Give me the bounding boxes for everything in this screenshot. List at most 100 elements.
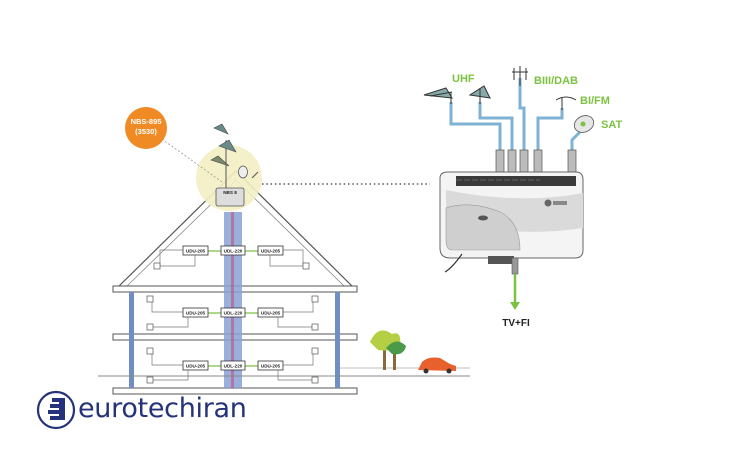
udl-label: UDL-220	[224, 249, 243, 254]
outlet	[302, 262, 310, 270]
tree-trunk	[393, 352, 396, 370]
udu-label: UDU-205	[186, 364, 206, 369]
uhf-label: UHF	[452, 73, 475, 85]
antenna-cables	[449, 78, 582, 152]
udu-label: UDU-205	[261, 364, 281, 369]
cable-uhf-2	[478, 102, 514, 152]
logo-stem	[59, 398, 65, 420]
amplifier-knob-icon	[478, 215, 488, 221]
attic-cable-left-2	[160, 255, 196, 267]
udu-label: UDU-205	[261, 311, 281, 316]
eurotechiran-logo-icon	[36, 390, 76, 430]
floor-ground: UDU-205 UDL-220 UDU-205	[146, 347, 319, 384]
attic-amplifier: NBS 8	[196, 123, 262, 211]
roof-antenna-2-icon	[218, 139, 237, 153]
roof-dish-icon	[238, 165, 248, 179]
cable-sat	[570, 130, 582, 152]
antennas: UHF BIII/DAB BI/FM SAT	[423, 66, 622, 133]
sat-label: SAT	[601, 119, 622, 131]
outlet	[311, 323, 319, 331]
outlet	[146, 323, 154, 331]
outlet	[146, 347, 154, 355]
ground-cable-2	[152, 370, 189, 381]
udl-box-middle	[220, 307, 246, 318]
biii-dab-label: BIII/DAB	[534, 75, 578, 87]
udl-label: UDL-220	[224, 364, 243, 369]
riser-cable	[231, 212, 234, 388]
amplifier-small	[215, 187, 245, 207]
logo-bar	[50, 404, 59, 408]
tree-trunk	[383, 345, 386, 370]
amplifier-vent	[456, 176, 576, 186]
amplifier-label: NBS 8	[223, 190, 237, 195]
udl-box-attic	[220, 245, 246, 256]
cable-biii	[518, 78, 526, 152]
ground-cable-1	[151, 352, 183, 366]
brand-wordmark: eurotechiran	[78, 393, 247, 424]
bottom-connector-block	[488, 256, 514, 264]
floor-attic: UDU-205 UDL-220 UDU-205	[153, 245, 310, 270]
uhf-antenna-icon	[423, 85, 491, 104]
udu-box-ground-left	[182, 360, 209, 371]
attic-cable-left	[159, 249, 183, 266]
output-label: TV+FI	[502, 318, 530, 329]
car-wheel	[446, 368, 452, 374]
outlet	[153, 262, 161, 270]
power-cable	[444, 253, 463, 273]
ground-cable-3	[283, 352, 314, 366]
output-arrow-icon	[510, 302, 520, 310]
ground-cable-4	[277, 370, 313, 381]
left-column	[129, 292, 134, 388]
car-wheel	[423, 368, 429, 374]
right-column	[335, 292, 340, 388]
bi-fm-label: BI/FM	[580, 95, 610, 107]
logo-bar	[50, 416, 59, 420]
brand-logo-icon	[544, 199, 552, 207]
brand-text-block	[553, 201, 567, 205]
logo-bar	[48, 410, 59, 414]
badge-circle	[125, 107, 167, 149]
udu-box-middle-left	[182, 307, 209, 318]
udu-box-middle-right	[257, 307, 284, 318]
outlet	[311, 295, 319, 303]
middle-cable-4	[277, 317, 313, 328]
attic-cable-right-2	[269, 255, 303, 267]
badge-model: NBS-895	[131, 117, 162, 126]
tree-icon	[386, 341, 406, 355]
cable-uhf-1	[449, 102, 502, 152]
uhf-element	[429, 91, 453, 97]
roof-antenna-3-icon	[210, 155, 230, 167]
car-icon	[418, 357, 456, 371]
logo-bar	[52, 398, 59, 402]
udl-box-ground	[220, 360, 246, 371]
middle-cable-3	[283, 300, 314, 313]
output-connector	[511, 257, 519, 275]
floor-middle: UDU-205 UDL-220 UDU-205	[146, 295, 319, 331]
udu-box-ground-right	[257, 360, 284, 371]
outlet	[146, 376, 154, 384]
biii-dab-antenna-icon	[512, 66, 528, 86]
house	[98, 170, 470, 395]
attic-cable-right	[283, 249, 304, 266]
cable-fm	[536, 108, 564, 152]
bi-fm-antenna-icon	[555, 96, 577, 110]
middle-cable-2	[152, 317, 189, 328]
model-badge: NBS-895 (3530)	[125, 107, 223, 183]
attic-highlight	[196, 145, 262, 211]
middle-cable-1	[151, 300, 183, 313]
roof-arrow	[251, 171, 259, 179]
sat-dish-logo	[580, 121, 586, 127]
roof-antenna-icon	[213, 123, 229, 135]
outlet	[311, 376, 319, 384]
scenery	[370, 330, 456, 374]
udu-label: UDU-205	[261, 249, 281, 254]
amplifier-detail: TV+FI	[439, 78, 584, 329]
udu-label: UDU-205	[186, 249, 206, 254]
udu-label: UDU-205	[186, 311, 206, 316]
outlet	[146, 295, 154, 303]
fm-dipole	[555, 96, 577, 101]
badge-code: (3530)	[135, 127, 157, 136]
outlet	[311, 347, 319, 355]
